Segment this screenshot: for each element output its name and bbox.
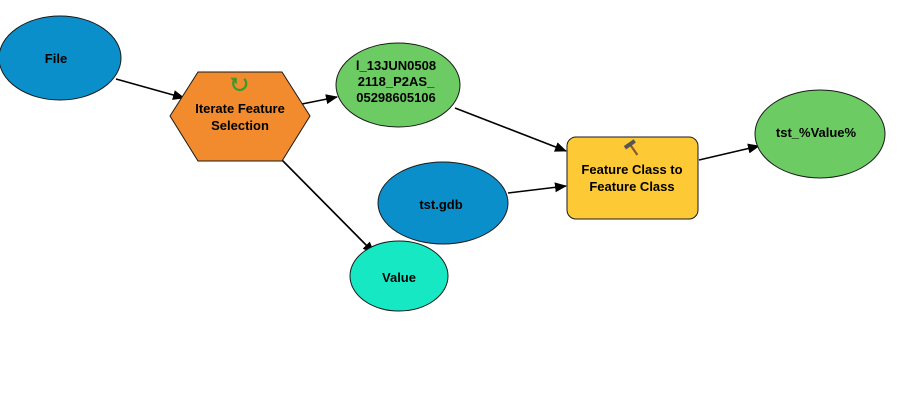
- workspace-node-label: tst.gdb: [419, 197, 462, 212]
- feature-class-to-feature-class-node[interactable]: Feature Class to Feature Class: [566, 136, 699, 220]
- output-node[interactable]: tst_%Value%: [754, 89, 886, 179]
- selection-output-node[interactable]: l_13JUN0508 2118_P2AS_ 05298605106: [335, 42, 461, 128]
- iterate-feature-selection-label-line-1: Iterate Feature: [195, 101, 285, 116]
- feature-class-to-feature-class-label-line-2: Feature Class: [589, 179, 674, 194]
- workspace-node[interactable]: tst.gdb: [377, 161, 509, 245]
- feature-class-to-feature-class-label-line-1: Feature Class to: [581, 162, 682, 177]
- hammer-icon: [623, 139, 639, 156]
- refresh-icon: [230, 77, 248, 92]
- selection-output-label-line-2: 2118_P2AS_: [358, 74, 435, 89]
- connectors: [115, 78, 760, 254]
- value-node[interactable]: Value: [349, 240, 449, 312]
- connector-tool-to-output: [698, 143, 760, 161]
- value-node-label: Value: [382, 270, 416, 285]
- selection-output-label-line-1: l_13JUN0508: [356, 58, 436, 73]
- output-node-label: tst_%Value%: [776, 125, 857, 140]
- connector-iterator-to-value: [279, 157, 375, 254]
- connector-file-to-iterator: [115, 78, 185, 100]
- file-node-label: File: [45, 51, 67, 66]
- connector-selection-output-to-tool: [454, 107, 567, 152]
- iterate-feature-selection-node[interactable]: Iterate Feature Selection: [169, 71, 311, 162]
- connector-iterator-to-selection-output: [301, 94, 338, 105]
- file-node[interactable]: File: [0, 15, 122, 101]
- iterate-feature-selection-label-line-2: Selection: [211, 118, 269, 133]
- connector-workspace-to-tool: [507, 182, 567, 194]
- selection-output-label-line-3: 05298605106: [356, 90, 436, 105]
